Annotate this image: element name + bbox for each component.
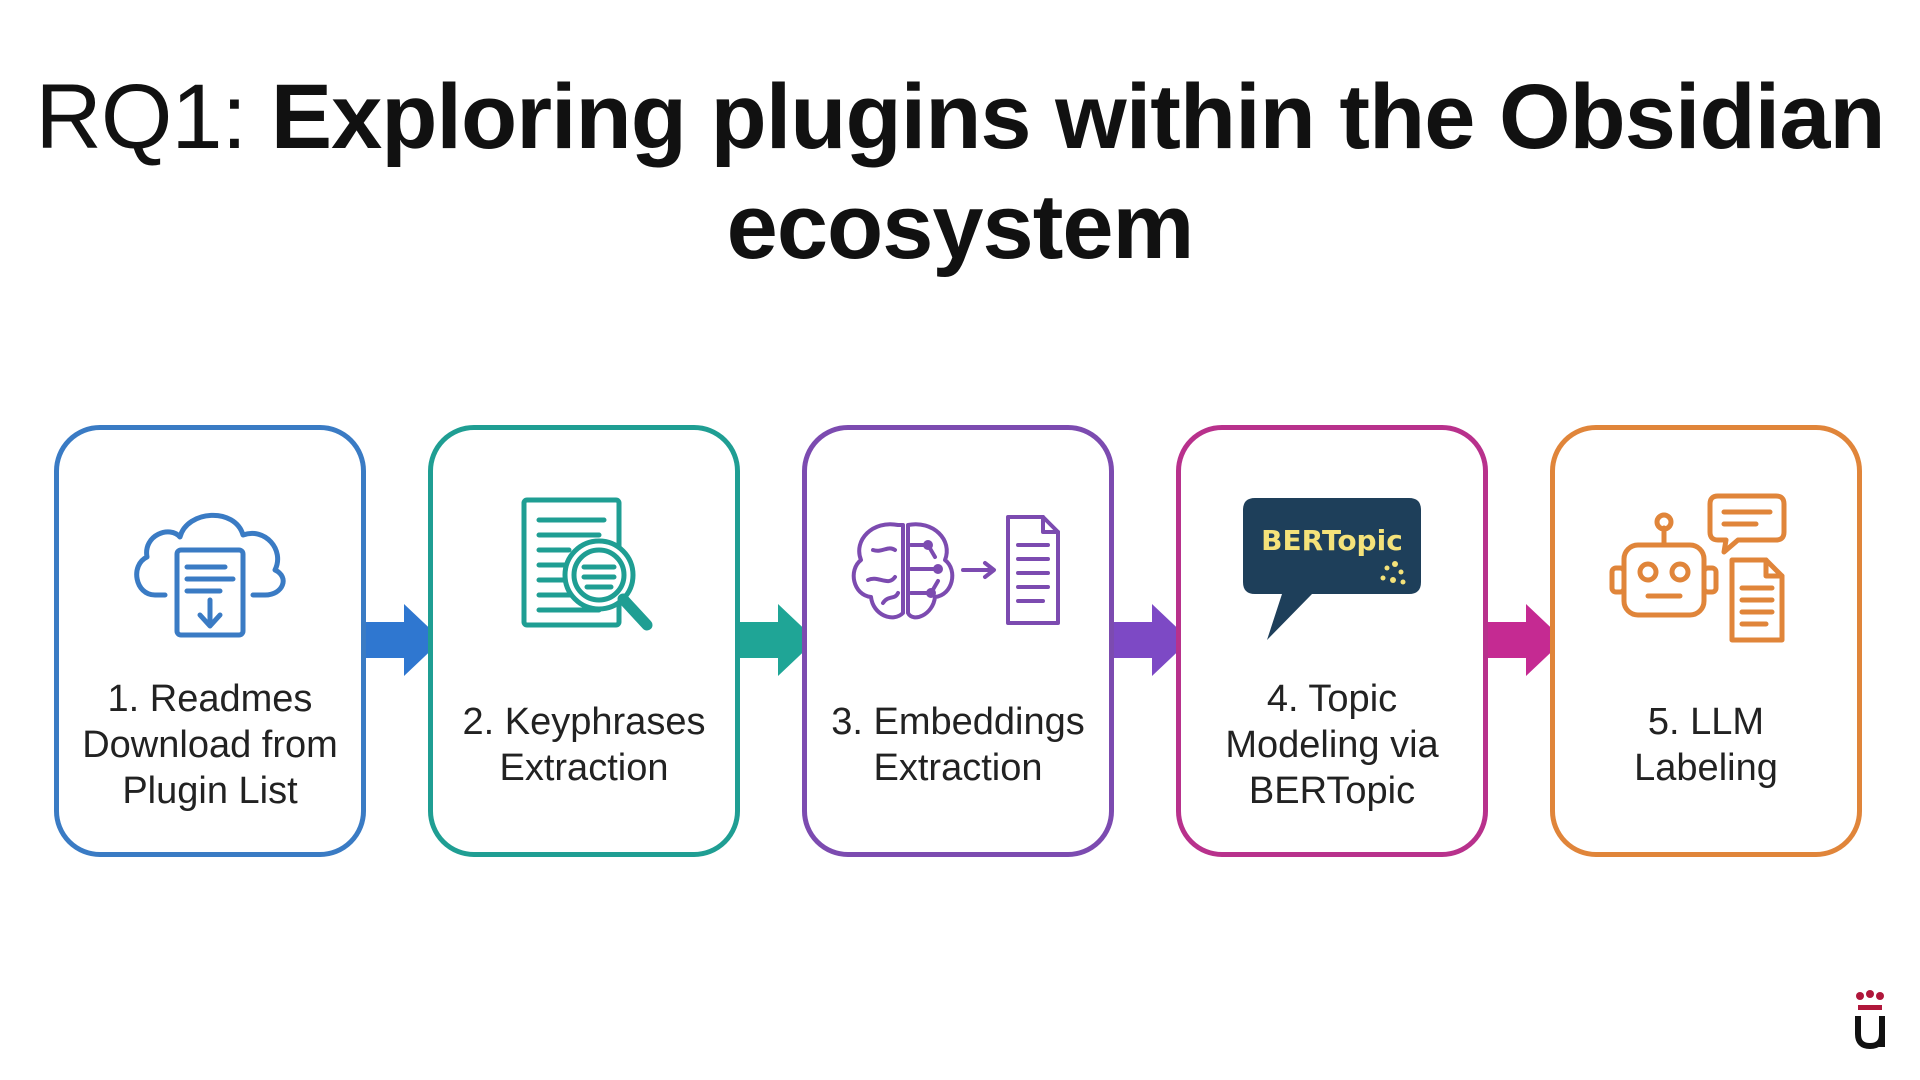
arrow-right-icon: [1488, 604, 1564, 676]
step-label: 4. Topic Modeling via BERTopic: [1225, 678, 1439, 812]
title-prefix: RQ1:: [35, 66, 247, 168]
step-embeddings-extraction: 3. Embeddings Extraction: [802, 425, 1114, 857]
university-logo: [1855, 990, 1885, 1050]
arrow-right-icon: [366, 604, 442, 676]
bertopic-badge-text: BERTopic: [1261, 524, 1403, 557]
robot-chat-icon: [1555, 470, 1857, 670]
title-main: Exploring plugins within the Obsidian ec…: [270, 66, 1886, 278]
step-keyphrases-extraction: 2. Keyphrases Extraction: [428, 425, 740, 857]
bertopic-bubble-icon: BERTopic: [1181, 470, 1483, 670]
document-search-icon: [433, 470, 735, 670]
brain-to-document-icon: [807, 470, 1109, 670]
step-label: 3. Embeddings Extraction: [831, 701, 1085, 789]
step-topic-modeling: BERTopic 4. Topic Modeling via BERTopic: [1176, 425, 1488, 857]
cloud-download-icon: [59, 470, 361, 670]
arrow-right-icon: [1114, 604, 1190, 676]
step-label: 1. Readmes Download from Plugin List: [82, 678, 338, 812]
step-llm-labeling: 5. LLM Labeling: [1550, 425, 1862, 857]
step-label: 2. Keyphrases Extraction: [462, 701, 706, 789]
step-readmes-download: 1. Readmes Download from Plugin List: [54, 425, 366, 857]
step-label: 5. LLM Labeling: [1634, 701, 1778, 789]
slide-title: RQ1: Exploring plugins within the Obsidi…: [0, 62, 1920, 282]
arrow-right-icon: [740, 604, 816, 676]
